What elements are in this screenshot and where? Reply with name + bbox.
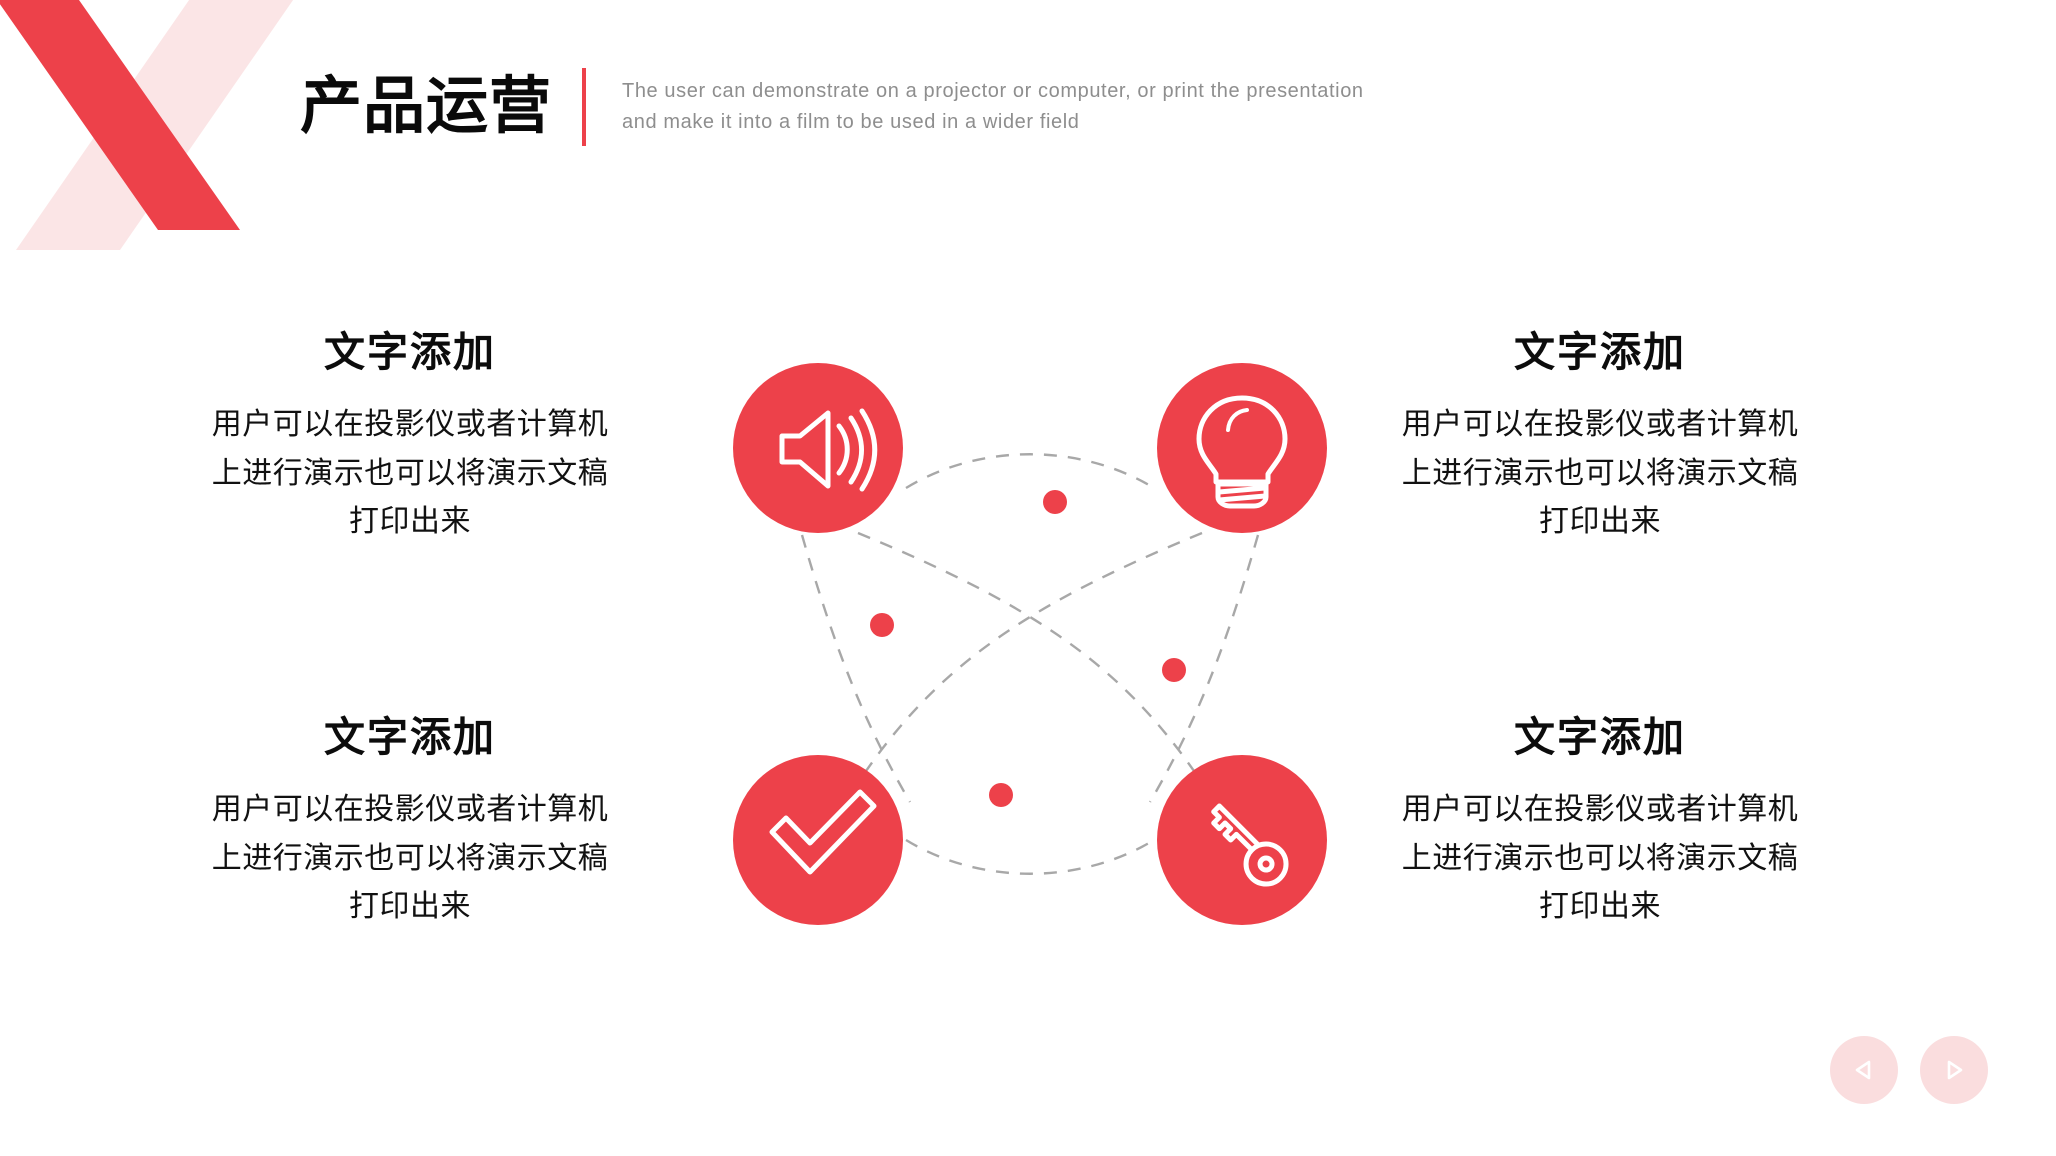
slide-navigation xyxy=(1830,1036,1988,1104)
arc-topleft-to-bottomleft xyxy=(800,534,912,803)
center-diagram xyxy=(710,340,1350,960)
check-icon xyxy=(769,789,877,875)
text-block-bottom-right: 文字添加 用户可以在投影仪或者计算机上进行演示也可以将演示文稿打印出来 xyxy=(1390,714,1810,932)
block-heading: 文字添加 xyxy=(1514,714,1686,760)
arc-dot-left xyxy=(870,613,894,637)
block-body: 用户可以在投影仪或者计算机上进行演示也可以将演示文稿打印出来 xyxy=(1401,793,1799,924)
block-body: 用户可以在投影仪或者计算机上进行演示也可以将演示文稿打印出来 xyxy=(211,408,609,539)
chevron-right-icon xyxy=(1947,1060,1963,1080)
arc-dot-right xyxy=(1162,658,1186,682)
lightbulb-icon xyxy=(1196,395,1288,509)
decor-stripe-pink xyxy=(16,0,294,250)
block-heading: 文字添加 xyxy=(1514,329,1686,375)
arc-dot-upper xyxy=(1043,490,1067,514)
node-circle xyxy=(1157,363,1327,533)
connector-arcs xyxy=(800,453,1260,875)
node-circle xyxy=(733,363,903,533)
page-title: 产品运营 xyxy=(300,72,553,141)
speaker-icon xyxy=(779,408,878,492)
diagram-node-speaker[interactable] xyxy=(733,363,903,533)
diagram-node-check[interactable] xyxy=(733,755,903,925)
block-body: 用户可以在投影仪或者计算机上进行演示也可以将演示文稿打印出来 xyxy=(211,793,609,924)
key-icon xyxy=(1211,803,1289,887)
text-block-top-right: 文字添加 用户可以在投影仪或者计算机上进行演示也可以将演示文稿打印出来 xyxy=(1390,329,1810,547)
page-header: 产品运营 The user can demonstrate on a proje… xyxy=(300,68,1382,146)
text-block-top-left: 文字添加 用户可以在投影仪或者计算机上进行演示也可以将演示文稿打印出来 xyxy=(200,329,620,547)
diagram-node-key[interactable] xyxy=(1157,755,1327,925)
page-subtitle: The user can demonstrate on a projector … xyxy=(622,80,1364,133)
block-heading: 文字添加 xyxy=(324,329,496,375)
decor-stripe-red xyxy=(0,0,240,230)
arc-topright-to-bottomright xyxy=(1148,534,1260,803)
connector-dots xyxy=(870,490,1186,807)
arc-topleft-to-topright xyxy=(905,453,1155,490)
previous-slide-button[interactable] xyxy=(1830,1036,1898,1104)
arc-bottomleft-to-bottomright xyxy=(905,838,1155,875)
arc-topright-to-bottomleft xyxy=(848,531,1203,796)
title-divider xyxy=(582,68,587,146)
arc-dot-lower xyxy=(989,783,1013,807)
diagram-node-lightbulb[interactable] xyxy=(1157,363,1327,533)
arc-topleft-to-bottomright xyxy=(857,531,1212,796)
text-block-bottom-left: 文字添加 用户可以在投影仪或者计算机上进行演示也可以将演示文稿打印出来 xyxy=(200,714,620,932)
block-heading: 文字添加 xyxy=(324,714,496,760)
next-slide-button[interactable] xyxy=(1920,1036,1988,1104)
block-body: 用户可以在投影仪或者计算机上进行演示也可以将演示文稿打印出来 xyxy=(1401,408,1799,539)
chevron-left-icon xyxy=(1855,1060,1871,1080)
node-circle xyxy=(733,755,903,925)
